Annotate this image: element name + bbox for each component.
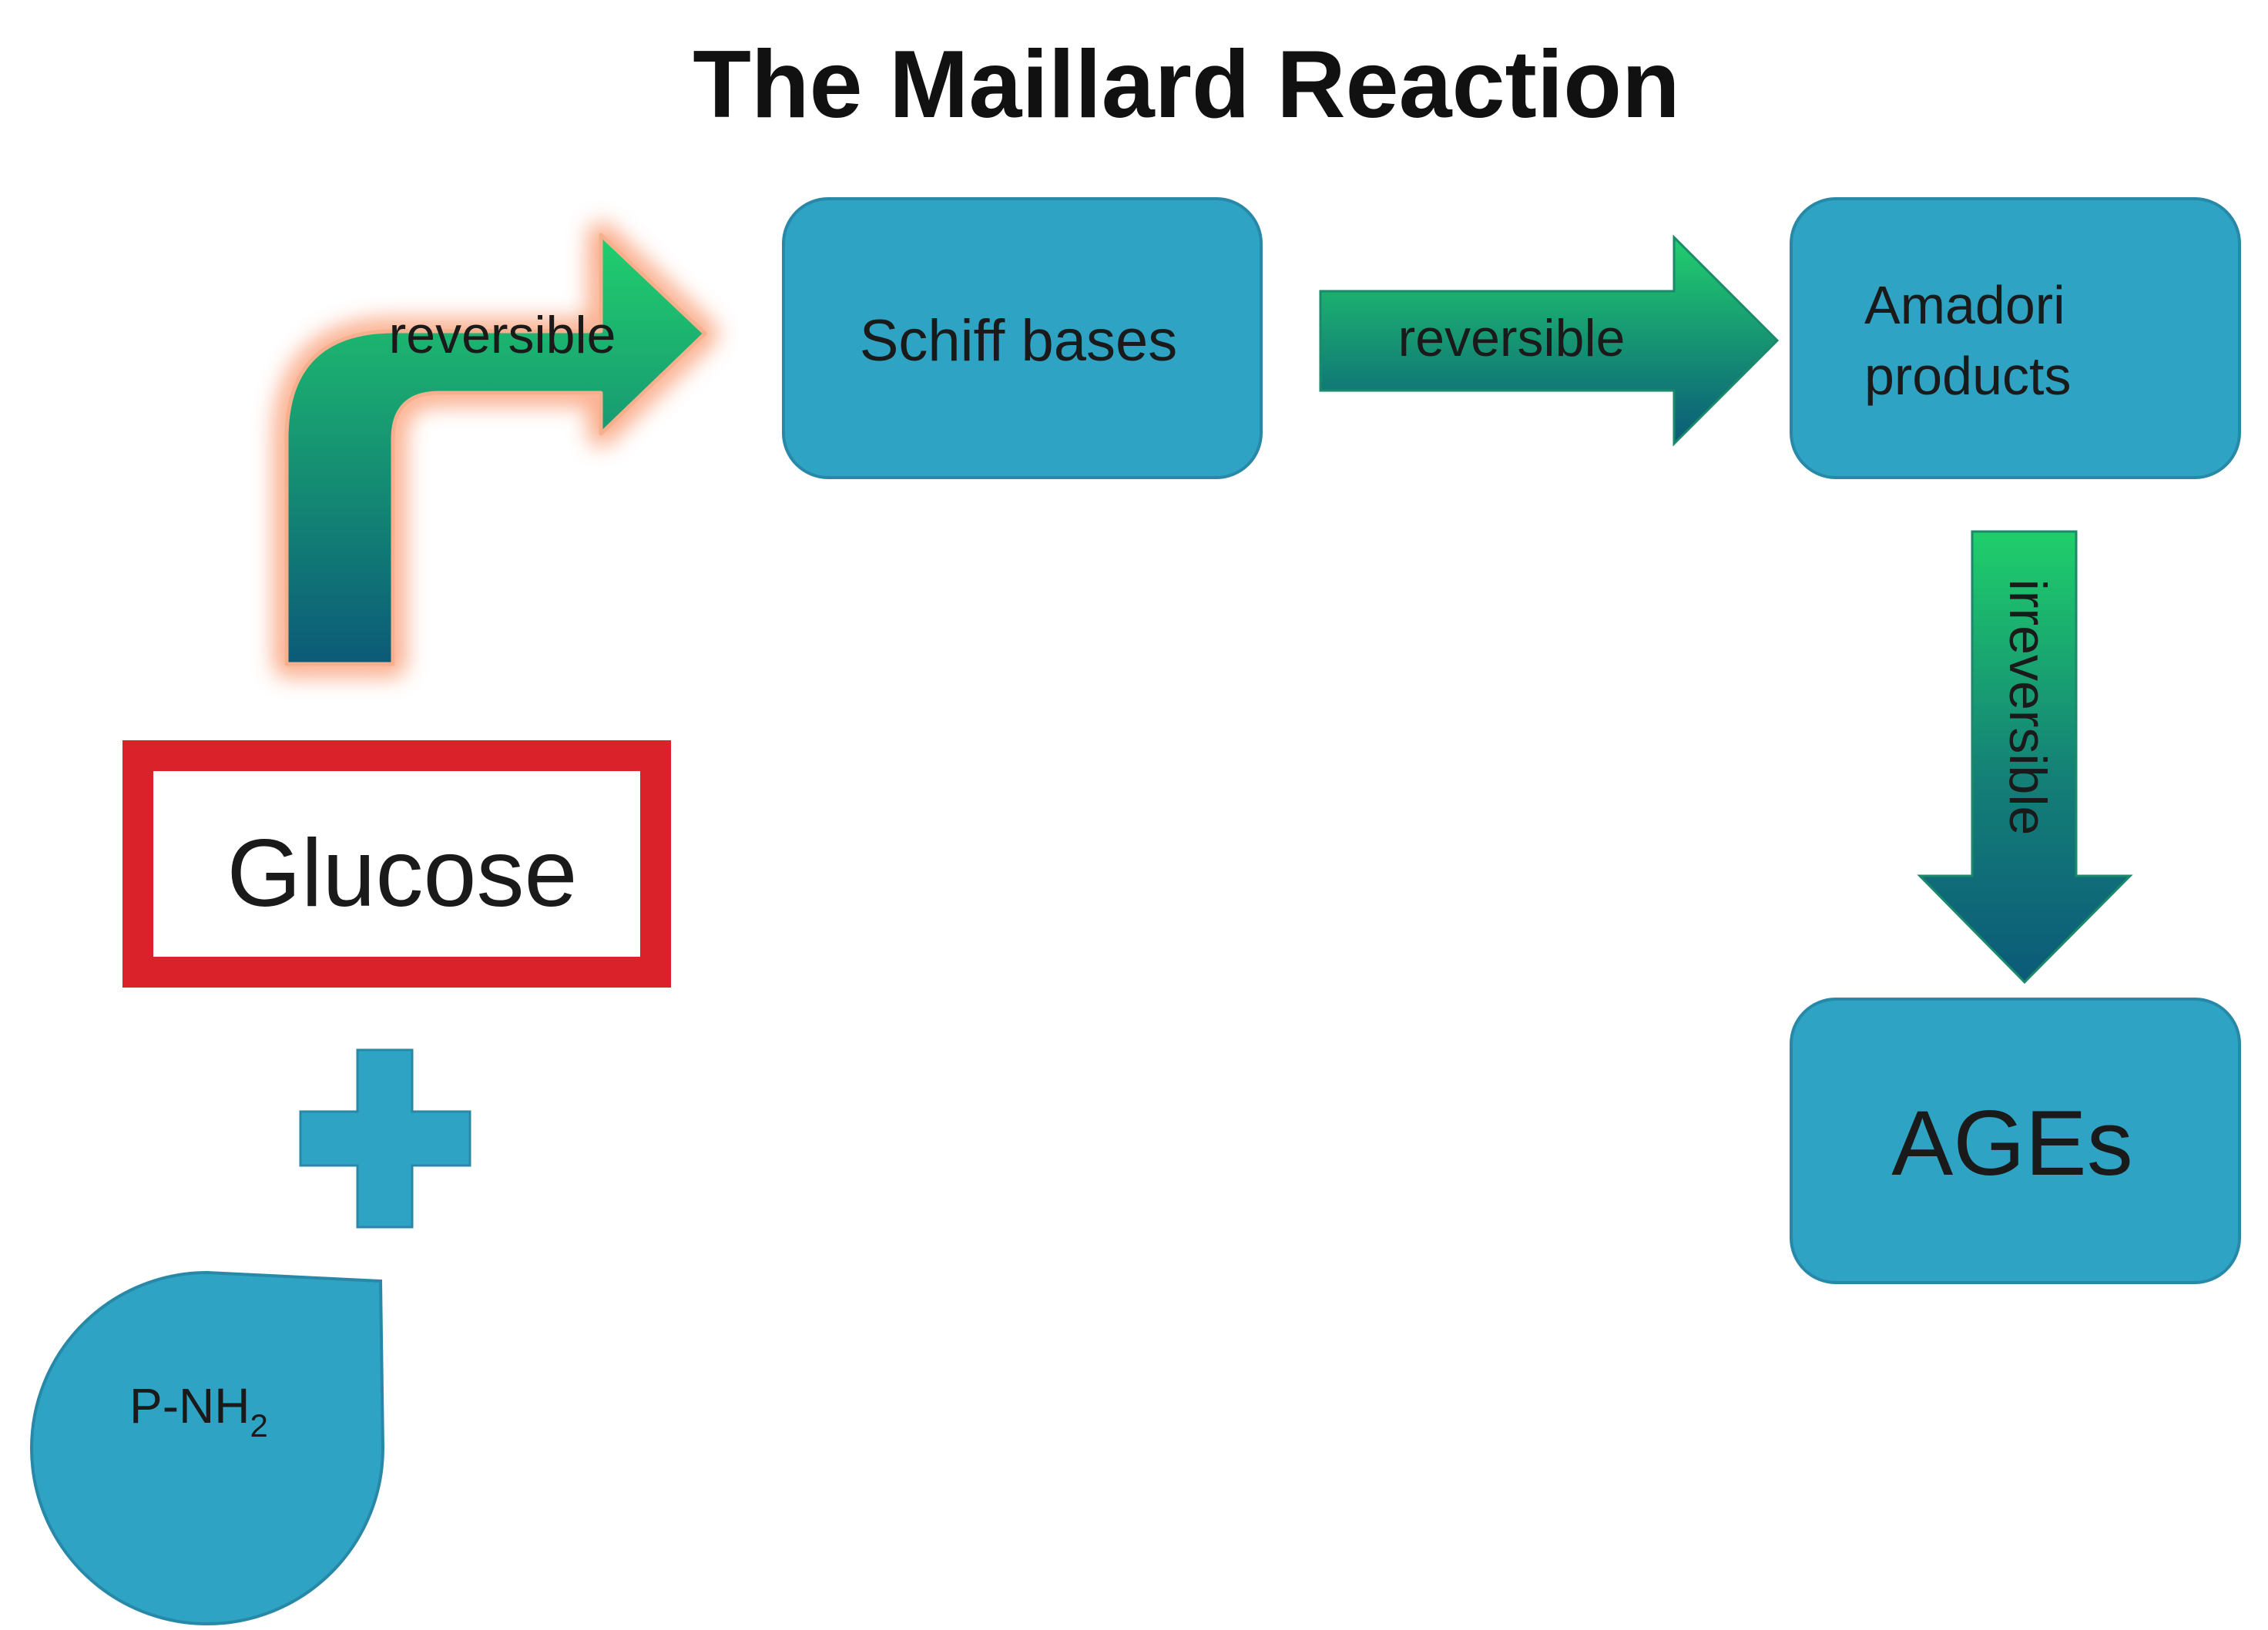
ages-label: AGEs xyxy=(1891,1092,2132,1195)
down-arrow-label: irreversible xyxy=(1998,579,2057,836)
amadori-products-node: Amadori products xyxy=(1790,197,2241,479)
protein-label-subscript: 2 xyxy=(250,1407,267,1444)
glucose-box xyxy=(122,740,671,988)
glucose-label: Glucose xyxy=(227,820,578,927)
down-arrow-irreversible: irreversible xyxy=(1917,530,2133,984)
ages-node: AGEs xyxy=(1790,998,2241,1284)
plus-shape xyxy=(299,1048,471,1229)
protein-teardrop-shape xyxy=(30,1270,385,1625)
amadori-products-box xyxy=(1790,197,2241,479)
bent-arrow-label: reversible xyxy=(389,306,616,364)
schiff-bases-box xyxy=(782,197,1263,479)
straight-arrow-reversible: reversible xyxy=(1319,234,1780,447)
amadori-label-line1: Amadori xyxy=(1864,275,2065,335)
straight-arrow-body xyxy=(1319,234,1780,447)
down-arrow-body xyxy=(1917,530,2133,984)
schiff-bases-node: Schiff bases xyxy=(782,197,1263,479)
bent-arrow-reversible: reversible xyxy=(273,222,718,677)
glucose-node: Glucose xyxy=(122,740,671,988)
diagram-title: The Maillard Reaction xyxy=(693,32,1680,138)
bent-arrow-body xyxy=(284,233,707,666)
protein-label-main: P-NH xyxy=(129,1378,250,1434)
ages-box xyxy=(1790,998,2241,1284)
plus-symbol xyxy=(299,1048,471,1229)
straight-arrow-label: reversible xyxy=(1398,309,1626,367)
schiff-bases-label: Schiff bases xyxy=(860,308,1178,374)
protein-amine-node: P-NH2 xyxy=(30,1270,385,1625)
protein-label: P-NH2 xyxy=(129,1378,268,1444)
amadori-label-line2: products xyxy=(1864,346,2071,406)
